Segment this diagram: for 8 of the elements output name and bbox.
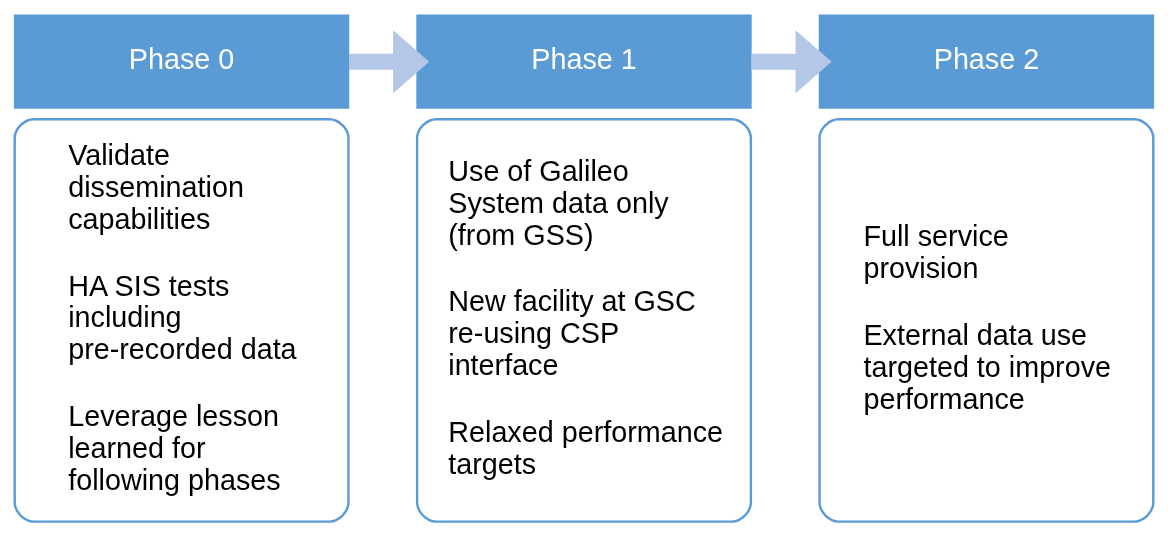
arrow [751,29,832,93]
node-box: Phase 2 [818,14,1155,109]
node-box: Phase 0 [13,14,350,109]
node-box: Full service provision External data use targeted to improve performance [818,117,1155,523]
node-box: Validate dissemination capabilities HA SIS tests including pre-recorded data Leverage lesson learned for following phases [13,117,350,523]
arrow [349,29,430,93]
node-box: Use of Galileo System data only (from GSS) New facility at GSC re-using CSP interface Relaxed performance targets [415,117,753,523]
node-box: Phase 1 [416,14,752,109]
